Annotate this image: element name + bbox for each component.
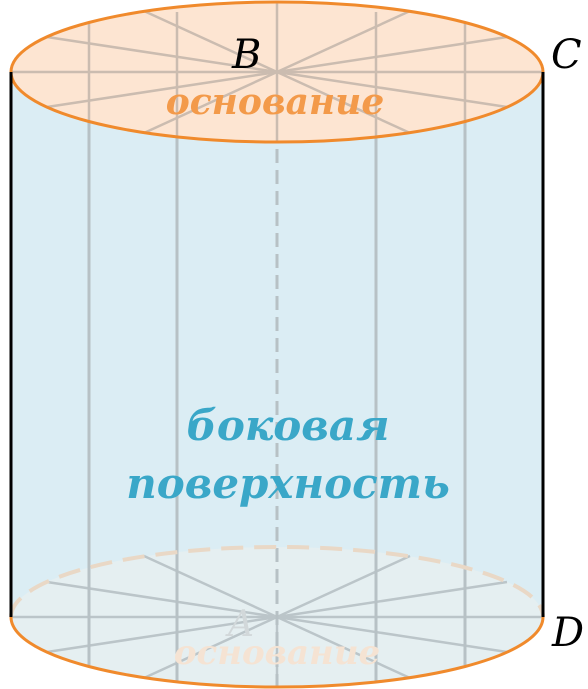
spoke — [143, 554, 278, 619]
bottom-base-visible-edge — [9, 616, 545, 689]
spoke — [276, 615, 508, 654]
spoke — [143, 9, 278, 74]
spoke — [276, 9, 411, 74]
point-label-a: A — [225, 604, 254, 645]
spoke — [276, 35, 508, 74]
top-base-caption: основание — [166, 81, 384, 123]
spoke — [276, 70, 508, 109]
bottom-base-caption: основание — [174, 633, 380, 673]
top-base-spokes — [11, 2, 543, 142]
spoke — [46, 580, 278, 619]
point-label-c: C — [551, 32, 582, 78]
spoke — [46, 70, 278, 109]
point-label-b: B — [231, 32, 261, 78]
point-label-d: D — [551, 610, 584, 656]
bottom-base-hidden-edge — [9, 545, 545, 618]
spoke — [276, 70, 411, 135]
spoke — [276, 615, 411, 680]
spoke — [143, 70, 278, 135]
spoke — [143, 615, 278, 680]
bottom-base-spokes — [11, 554, 543, 687]
lateral-surface — [11, 72, 543, 687]
lateral-caption-line1: боковая — [186, 401, 389, 450]
spoke — [46, 35, 278, 74]
spoke — [276, 580, 508, 619]
spoke — [46, 615, 278, 654]
lateral-caption-line2: поверхность — [126, 459, 450, 508]
spoke — [276, 554, 411, 619]
